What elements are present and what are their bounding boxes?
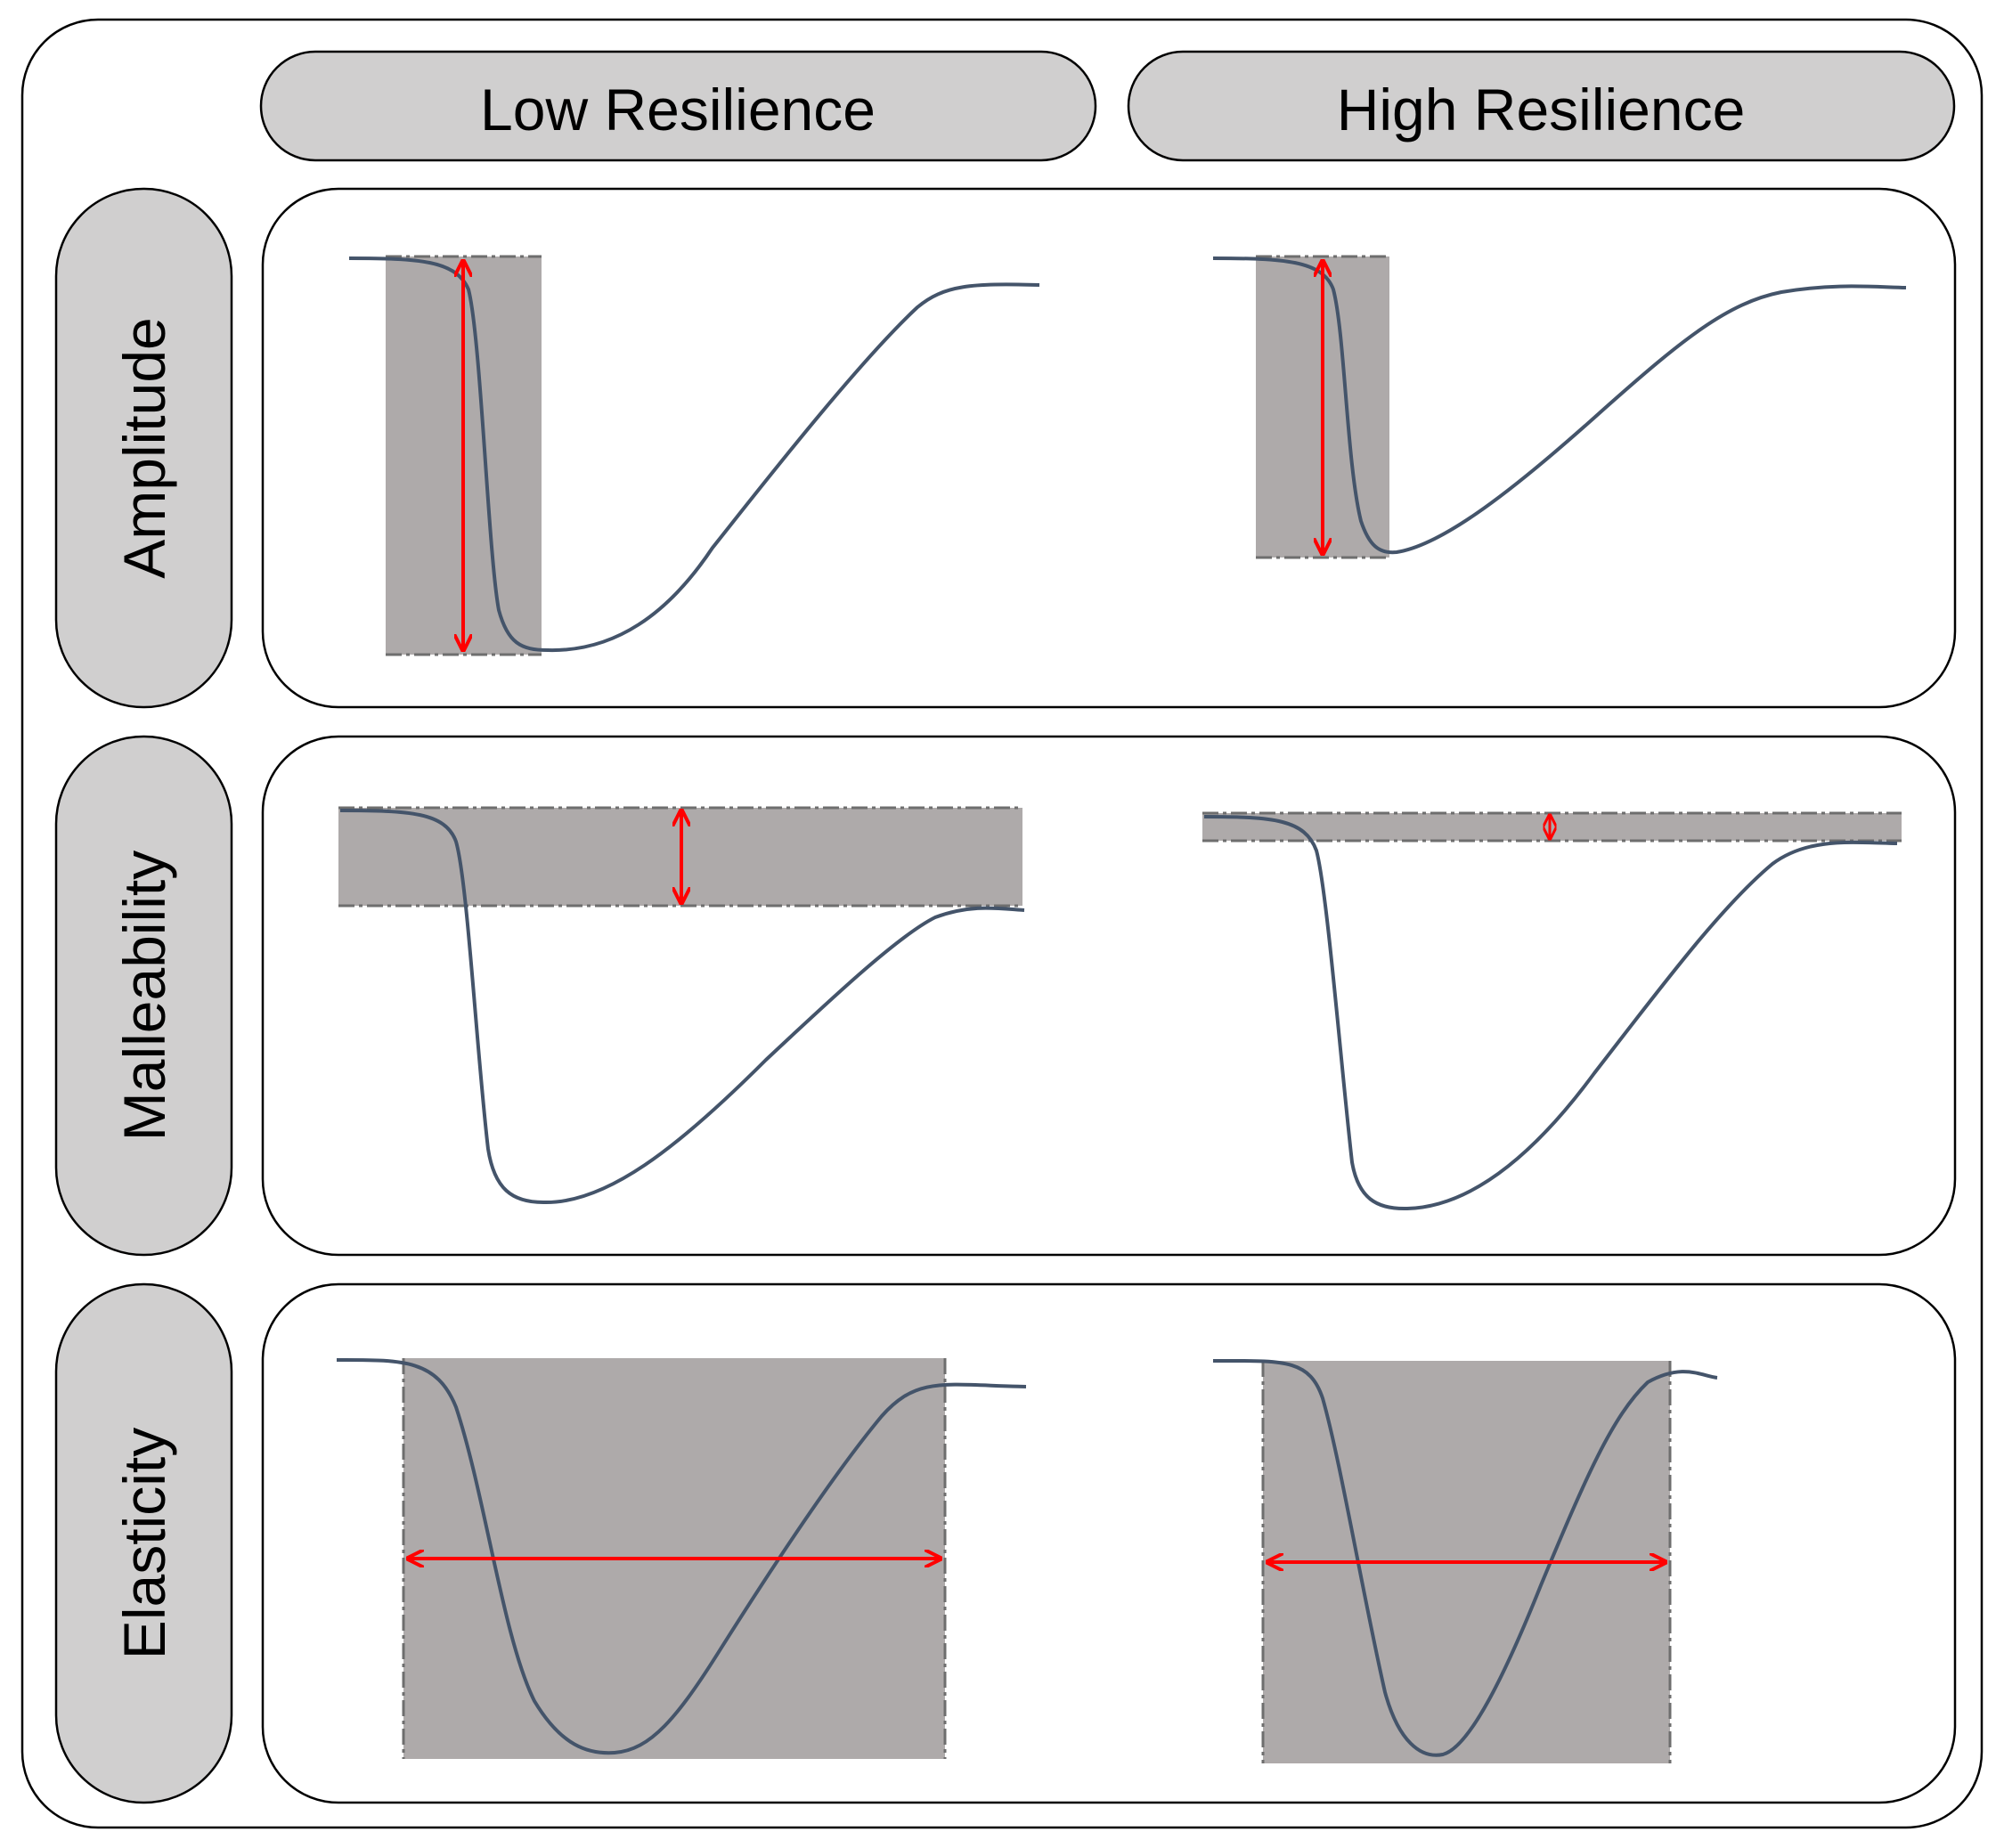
row-header-malleability: Malleability [54, 735, 233, 1257]
column-header-low-label: Low Resilience [480, 77, 876, 142]
row-header-amplitude-label: Amplitude [111, 317, 177, 579]
malleability-high-curve [1203, 815, 1898, 1211]
row-header-elasticity: Elasticity [54, 1282, 233, 1804]
malleability-low-curve [339, 809, 1025, 1205]
column-header-low: Low Resilience [259, 50, 1097, 162]
column-header-high: High Resilience [1127, 50, 1956, 162]
row-header-malleability-label: Malleability [111, 851, 177, 1141]
amplitude-panel [261, 187, 1957, 709]
row-header-amplitude: Amplitude [54, 187, 233, 709]
column-header-high-label: High Resilience [1337, 77, 1746, 142]
elasticity-high-curve [1212, 1358, 1718, 1757]
row-header-elasticity-label: Elasticity [111, 1428, 177, 1659]
amplitude-high-curve [1212, 256, 1907, 555]
elasticity-low-curve [336, 1357, 1027, 1755]
